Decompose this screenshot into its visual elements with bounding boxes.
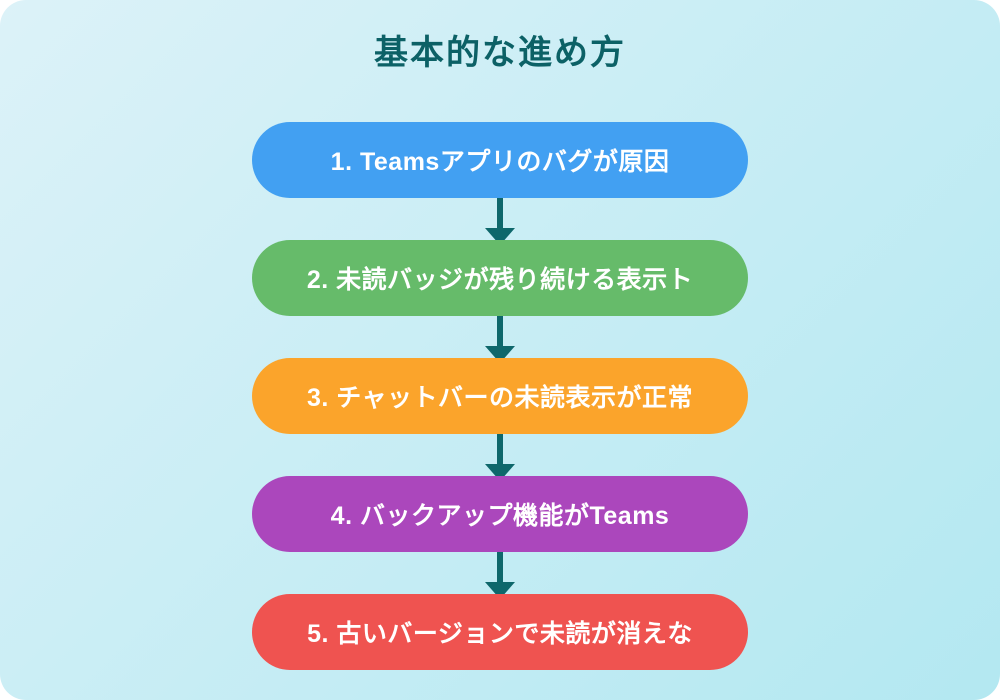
flow-step-1: 1. Teamsアプリのバグが原因 — [252, 122, 748, 198]
flow-step-2-label: 2. 未読バッジが残り続ける表示ト — [306, 266, 694, 294]
arrow-down-icon — [485, 552, 515, 594]
flow-step-3: 3. チャットバーの未読表示が正常 — [252, 358, 748, 434]
flow-step-2: 2. 未読バッジが残り続ける表示ト — [252, 240, 748, 316]
page-title: 基本的な進め方 — [374, 34, 626, 72]
arrow-down-icon — [485, 198, 515, 240]
flow-step-1-label: 1. Teamsアプリのバグが原因 — [330, 148, 670, 176]
flowchart-steps: 1. Teamsアプリのバグが原因 2. 未読バッジが残り続ける表示ト 3. チ… — [0, 122, 1000, 670]
flow-step-5-label: 5. 古いバージョンで未読が消えな — [307, 620, 693, 648]
flow-step-3-label: 3. チャットバーの未読表示が正常 — [306, 384, 694, 412]
arrow-down-icon — [485, 434, 515, 476]
flow-step-4: 4. バックアップ機能がTeams — [252, 476, 748, 552]
flow-step-4-label: 4. バックアップ機能がTeams — [330, 502, 670, 530]
arrow-down-icon — [485, 316, 515, 358]
flow-step-5: 5. 古いバージョンで未読が消えな — [252, 594, 748, 670]
